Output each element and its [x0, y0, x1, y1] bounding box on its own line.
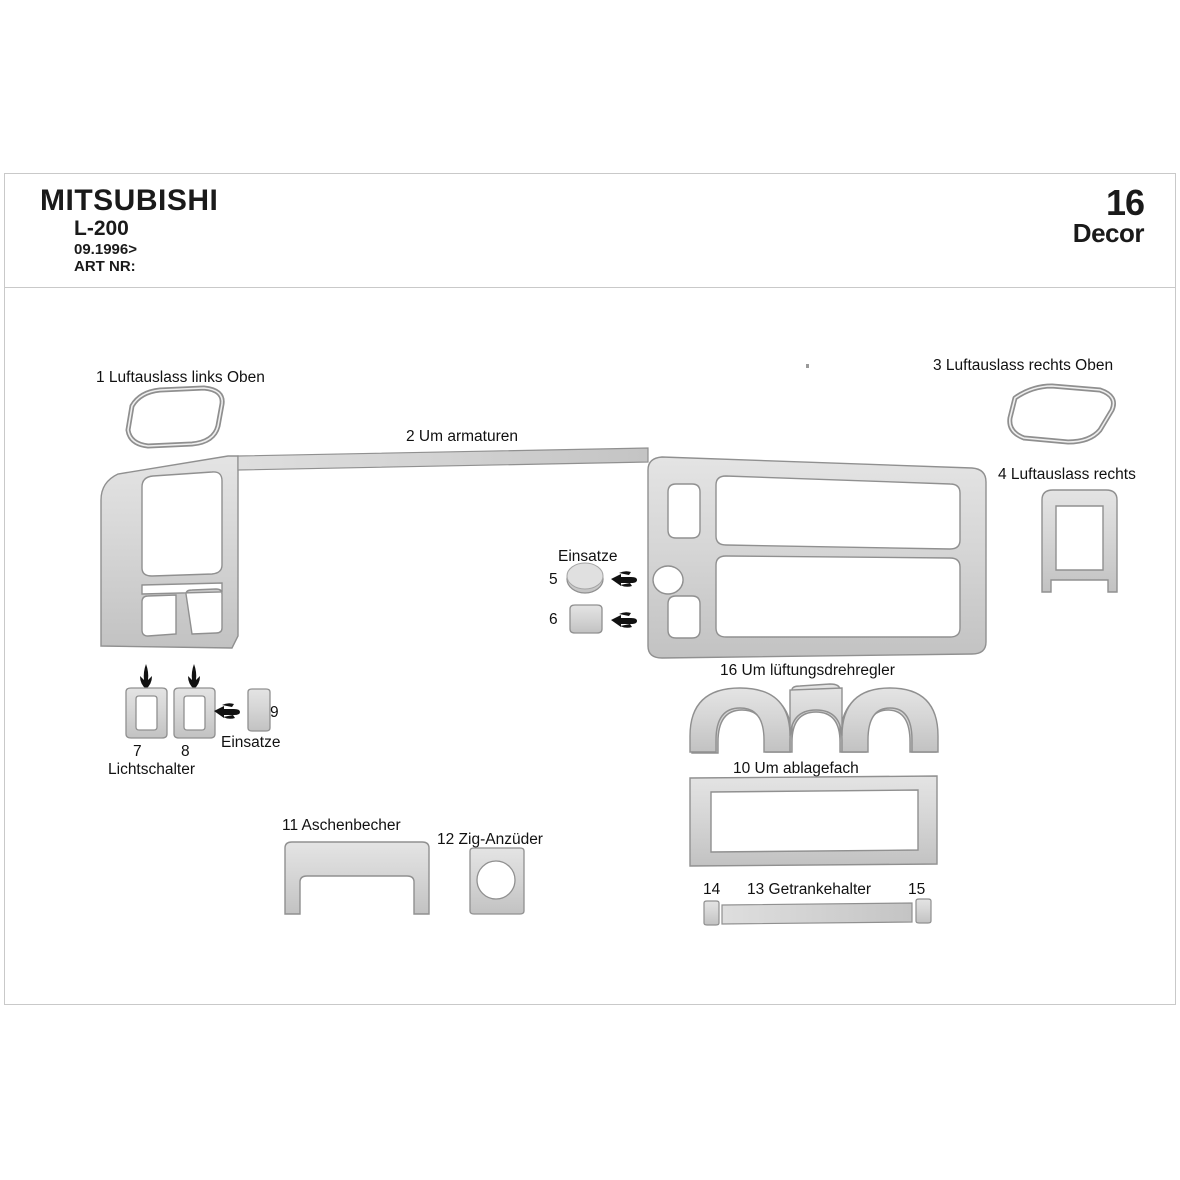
label-part-1: 1 Luftauslass links Oben [96, 369, 265, 386]
scan-speck [806, 364, 809, 368]
label-part-6: 6 [549, 611, 558, 628]
label-part-8: 8 [181, 743, 190, 760]
label-part-7: 7 [133, 743, 142, 760]
label-part-5: 5 [549, 571, 558, 588]
model-title: L-200 [74, 217, 129, 240]
content-frame [4, 173, 1176, 1005]
label-part-11: 11 Aschenbecher [282, 817, 401, 834]
label-part-9: 9 [270, 704, 279, 721]
decor-count-word: Decor [1072, 218, 1145, 249]
decor-count: 16 [1105, 182, 1145, 223]
label-part-3: 3 Luftauslass rechts Oben [933, 357, 1114, 374]
label-part-12: 12 Zig-Anzüder [437, 831, 543, 848]
label-part-2: 2 Um armaturen [406, 428, 518, 445]
art-nr-label: ART NR: [74, 257, 136, 275]
decor-count-block: 16 Decor [1072, 182, 1145, 249]
model-year: 09.1996> [74, 241, 137, 259]
label-part-13: 13 Getrankehalter [747, 881, 872, 898]
label-part-15: 15 [908, 881, 926, 898]
label-lichtschalter: Lichtschalter [108, 761, 196, 778]
label-part-16: 16 Um lüftungsdrehregler [720, 662, 895, 679]
header-block: MITSUBISHI L-200 09.1996> ART NR: [40, 186, 540, 275]
label-einsatze-switch: Einsatze [221, 734, 281, 751]
label-einsatze-center: Einsatze [558, 548, 618, 565]
label-part-4: 4 Luftauslass rechts [998, 466, 1136, 483]
label-part-10: 10 Um ablagefach [733, 760, 859, 777]
brand-title: MITSUBISHI [40, 184, 219, 217]
header-divider [4, 287, 1176, 288]
label-part-14: 14 [703, 881, 721, 898]
